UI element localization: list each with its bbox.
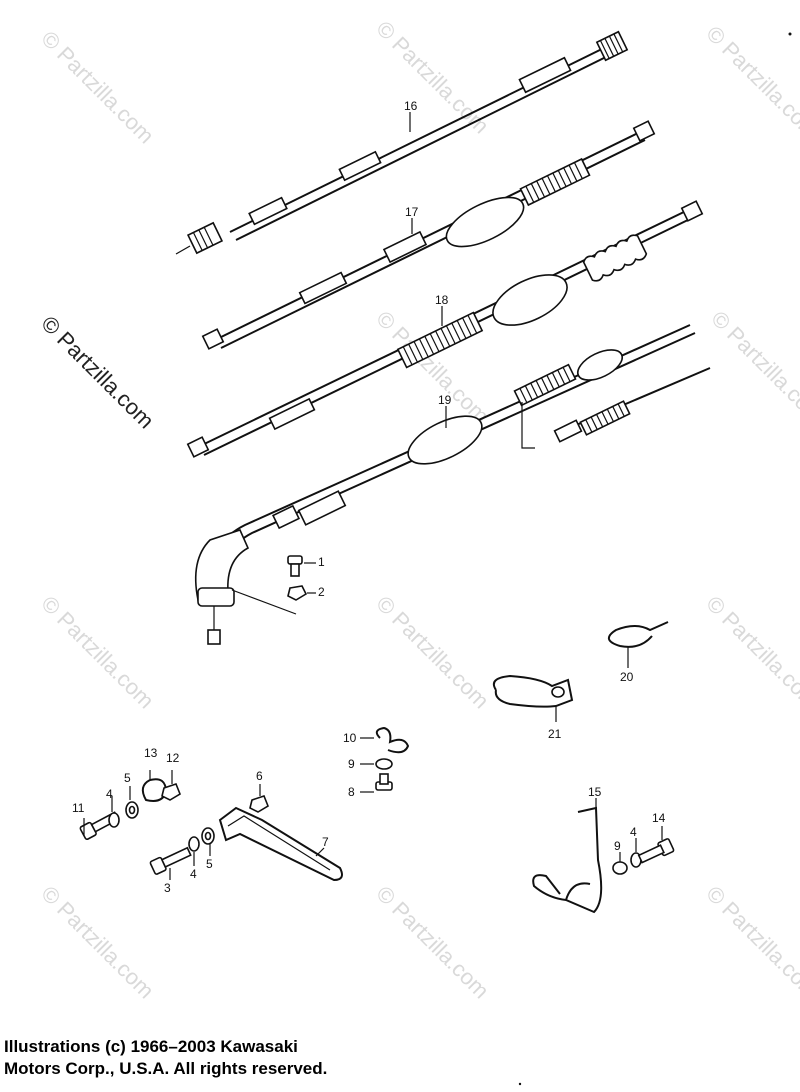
callout-12: 12 bbox=[166, 751, 180, 765]
callout-17: 17 bbox=[405, 205, 419, 219]
watermark-side: © Partzilla.com bbox=[36, 311, 159, 434]
washer-5a bbox=[125, 786, 139, 819]
watermark-tiles: © Partzilla.com © Partzilla.com © Partzi… bbox=[36, 16, 800, 1004]
washer-4b bbox=[188, 836, 200, 866]
speck-dot bbox=[518, 1082, 522, 1086]
clamp-20 bbox=[608, 621, 669, 668]
bolt-14 bbox=[637, 826, 675, 864]
callout-4c: 4 bbox=[630, 825, 637, 839]
callout-6: 6 bbox=[256, 769, 263, 783]
callout-8: 8 bbox=[348, 785, 355, 799]
callout-13: 13 bbox=[144, 746, 158, 760]
nut-6 bbox=[249, 784, 269, 813]
callout-1: 1 bbox=[318, 555, 325, 569]
callout-16: 16 bbox=[404, 99, 418, 113]
copyright-notice: Illustrations (c) 1966–2003 Kawasaki Mot… bbox=[4, 1036, 327, 1080]
callout-3: 3 bbox=[164, 881, 171, 895]
speck-dot bbox=[788, 32, 792, 36]
callout-15: 15 bbox=[588, 785, 602, 799]
watermark-tile: © Partzilla.com bbox=[701, 591, 800, 714]
nut-2 bbox=[287, 585, 316, 601]
bolt-3 bbox=[149, 846, 192, 880]
bolt-8 bbox=[360, 773, 393, 793]
clamp-13 bbox=[141, 770, 168, 802]
cable-18 bbox=[186, 200, 704, 458]
watermark-tile: © Partzilla.com bbox=[36, 591, 159, 714]
callout-9b: 9 bbox=[614, 839, 621, 853]
copyright-line-1: Illustrations (c) 1966–2003 Kawasaki bbox=[4, 1037, 298, 1056]
callout-4b: 4 bbox=[190, 867, 197, 881]
callout-9a: 9 bbox=[348, 757, 355, 771]
callout-2: 2 bbox=[318, 585, 325, 599]
washer-9b bbox=[612, 852, 628, 875]
clip-10 bbox=[360, 726, 410, 754]
watermark-tile: © Partzilla.com bbox=[36, 26, 159, 149]
watermark-tile: © Partzilla.com bbox=[371, 881, 494, 1004]
washer-5b bbox=[201, 827, 215, 856]
callout-10: 10 bbox=[343, 731, 357, 745]
watermark-tile: © Partzilla.com bbox=[36, 881, 159, 1004]
nut-12 bbox=[161, 770, 181, 801]
callout-19: 19 bbox=[438, 393, 452, 407]
callout-21: 21 bbox=[548, 727, 562, 741]
callout-14: 14 bbox=[652, 811, 666, 825]
bracket-15 bbox=[532, 798, 603, 914]
cable-16 bbox=[175, 30, 629, 255]
callout-7: 7 bbox=[322, 835, 329, 849]
bracket-7 bbox=[218, 806, 343, 882]
cable-17 bbox=[201, 120, 656, 350]
callout-20: 20 bbox=[620, 670, 634, 684]
watermark-tile: © Partzilla.com bbox=[701, 21, 800, 144]
washer-9 bbox=[360, 758, 393, 770]
watermark-tile: © Partzilla.com bbox=[371, 16, 494, 139]
washer-4c bbox=[630, 838, 642, 868]
callout-4a: 4 bbox=[106, 787, 113, 801]
watermark-tile: © Partzilla.com bbox=[371, 591, 494, 714]
watermark-tile: © Partzilla.com bbox=[706, 306, 800, 429]
watermark-tile: © Partzilla.com bbox=[701, 881, 800, 1004]
callout-5b: 5 bbox=[206, 857, 213, 871]
washer-4a bbox=[108, 796, 120, 828]
cable-19 bbox=[194, 324, 711, 645]
screw-1 bbox=[287, 555, 316, 577]
callout-labels: 16 17 18 19 1 2 20 21 10 9 8 13 12 5 4 1… bbox=[72, 99, 666, 895]
clamp-21 bbox=[492, 674, 574, 722]
callout-18: 18 bbox=[435, 293, 449, 307]
callout-11: 11 bbox=[72, 801, 85, 815]
callout-5a: 5 bbox=[124, 771, 131, 785]
copyright-line-2: Motors Corp., U.S.A. All rights reserved… bbox=[4, 1059, 328, 1078]
